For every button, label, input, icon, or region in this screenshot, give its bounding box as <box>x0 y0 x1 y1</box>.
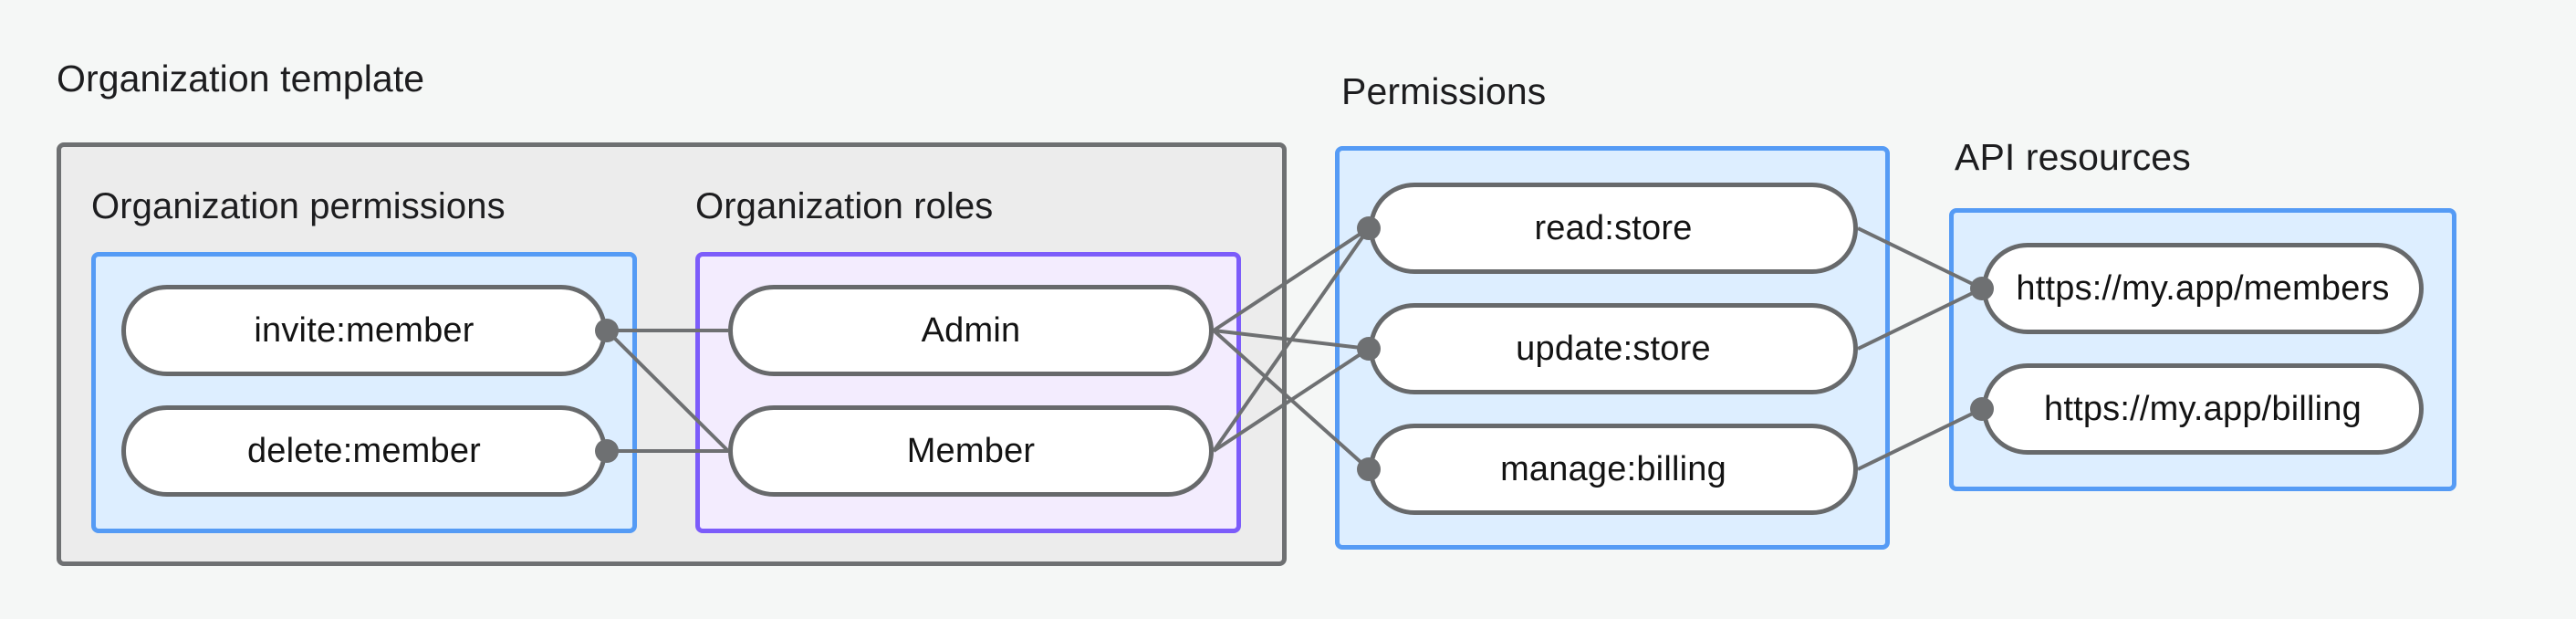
node-billing-resource[interactable]: https://my.app/billing <box>1982 363 2424 455</box>
organization-permissions-title: Organization permissions <box>91 186 506 226</box>
api-resources-title: API resources <box>1955 136 2191 178</box>
node-update-store-label: update:store <box>1516 329 1711 368</box>
node-billing-resource-label: https://my.app/billing <box>2044 389 2362 428</box>
node-admin[interactable]: Admin <box>728 285 1214 376</box>
node-members-resource-label: https://my.app/members <box>2016 268 2390 308</box>
node-delete-member[interactable]: delete:member <box>121 405 607 497</box>
node-manage-billing-label: manage:billing <box>1500 449 1726 488</box>
node-member[interactable]: Member <box>728 405 1214 497</box>
node-manage-billing[interactable]: manage:billing <box>1369 424 1858 515</box>
node-delete-member-label: delete:member <box>246 431 482 470</box>
node-members-resource[interactable]: https://my.app/members <box>1982 243 2424 334</box>
permissions-title: Permissions <box>1341 70 1547 112</box>
organization-template-title: Organization template <box>57 58 425 100</box>
node-read-store-label: read:store <box>1534 208 1693 247</box>
node-read-store[interactable]: read:store <box>1369 183 1858 274</box>
node-member-label: Member <box>906 431 1036 470</box>
node-invite-member[interactable]: invite:member <box>121 285 607 376</box>
organization-roles-title: Organization roles <box>695 186 994 226</box>
node-invite-member-label: invite:member <box>254 310 475 350</box>
node-update-store[interactable]: update:store <box>1369 303 1858 394</box>
node-admin-label: Admin <box>921 310 1021 350</box>
